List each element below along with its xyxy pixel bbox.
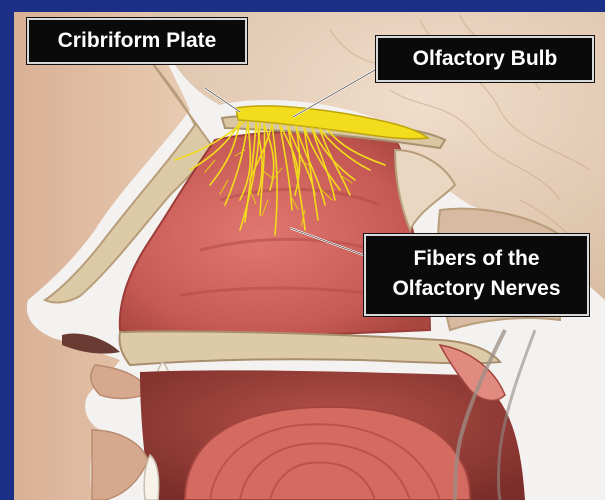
olfactory-bulb-label-text: Olfactory Bulb — [378, 38, 592, 80]
cribriform-plate-label-text: Cribriform Plate — [29, 20, 245, 62]
cribriform-plate-label: Cribriform Plate — [27, 18, 247, 64]
olfactory-bulb-label: Olfactory Bulb — [376, 36, 594, 82]
olfactory-fibers-label-line1: Fibers of the — [366, 244, 587, 274]
olfactory-fibers-label: Fibers of the Olfactory Nerves — [364, 234, 589, 316]
olfactory-fibers-label-line2: Olfactory Nerves — [366, 274, 587, 304]
